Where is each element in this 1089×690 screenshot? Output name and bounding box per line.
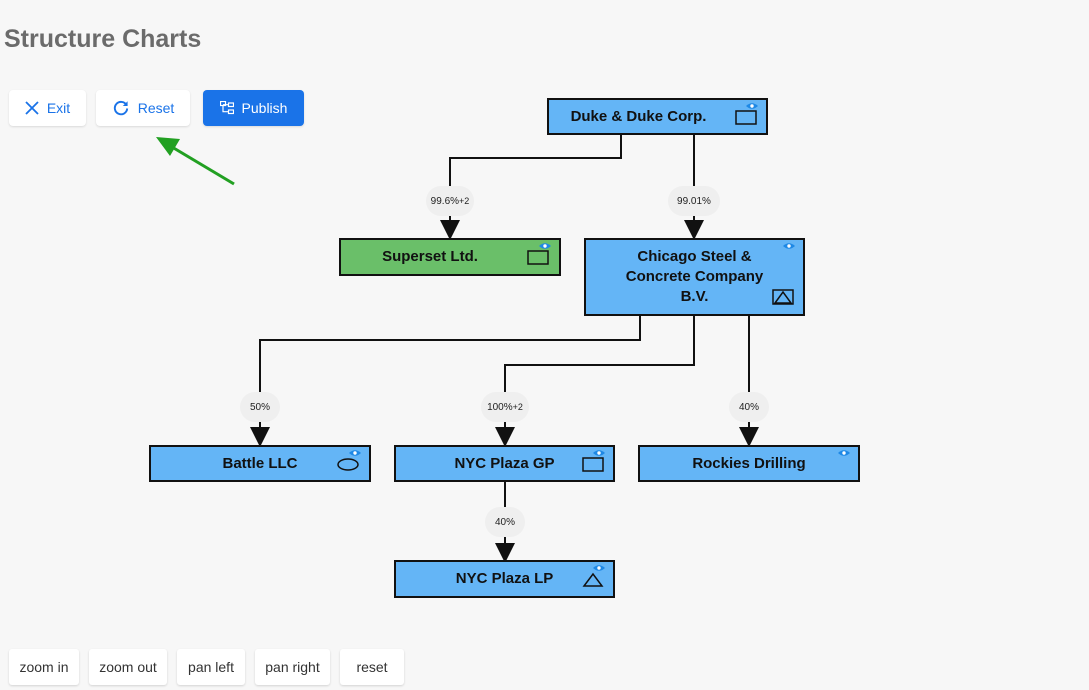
triangle-in-box-shape-icon <box>772 289 794 305</box>
edge-label-chicago-nycgp: 100%+2 <box>481 392 529 422</box>
ownership-value: 99.6 <box>430 195 451 207</box>
entity-name: Rockies Drilling <box>692 454 806 472</box>
eye-icon[interactable] <box>593 564 605 572</box>
exit-button[interactable]: Exit <box>9 90 86 126</box>
edge-label-chicago-rockies: 40% <box>729 392 769 422</box>
eye-icon[interactable] <box>349 449 361 457</box>
exit-label: Exit <box>46 100 71 116</box>
eye-icon[interactable] <box>593 449 605 457</box>
pan-left-button[interactable]: pan left <box>177 649 245 685</box>
ownership-value: 100 <box>487 401 504 413</box>
edge-label-nycgp-nyclp: 40% <box>485 507 525 537</box>
reset-label: Reset <box>137 100 175 116</box>
ellipse-shape-icon <box>337 458 359 471</box>
rectangle-shape-icon <box>735 110 757 125</box>
entity-node-nycgp[interactable]: NYC Plaza GP <box>394 445 615 482</box>
zoom-in-button[interactable]: zoom in <box>9 649 79 685</box>
entity-node-duke[interactable]: Duke & Duke Corp. <box>547 98 768 135</box>
eye-icon[interactable] <box>783 242 795 250</box>
eye-icon[interactable] <box>539 242 551 250</box>
refresh-icon <box>113 100 128 116</box>
eye-icon[interactable] <box>838 449 850 457</box>
edge-label-chicago-battle: 50% <box>240 392 280 422</box>
entity-node-superset[interactable]: Superset Ltd. <box>339 238 561 276</box>
entity-name: NYC Plaza LP <box>455 570 554 587</box>
entity-node-chicago[interactable]: Chicago Steel & Concrete Company B.V. <box>584 238 805 316</box>
chart-reset-button[interactable]: reset <box>340 649 404 685</box>
pan-right-button[interactable]: pan right <box>255 649 330 685</box>
ownership-extra: +2 <box>459 196 470 206</box>
publish-label: Publish <box>241 100 288 116</box>
reset-button[interactable]: Reset <box>96 90 190 126</box>
ownership-suffix: % <box>450 195 460 207</box>
triangle-shape-icon <box>582 572 604 587</box>
rectangle-shape-icon <box>582 457 604 472</box>
entity-name-line: Concrete Company <box>625 268 764 285</box>
edge-label-duke-superset: 99.6%+2 <box>426 186 474 216</box>
edge-label-duke-chicago: 99.01% <box>668 186 720 216</box>
zoom-out-button[interactable]: zoom out <box>89 649 167 685</box>
entity-name: NYC Plaza GP <box>454 454 555 472</box>
entity-name-line: Chicago Steel & <box>637 248 752 265</box>
entity-name: Battle LLC <box>222 454 298 472</box>
eye-icon[interactable] <box>746 102 758 110</box>
publish-button[interactable]: Publish <box>203 90 304 126</box>
close-icon <box>25 101 39 115</box>
page-title: Structure Charts <box>4 25 202 53</box>
entity-node-nyclp[interactable]: NYC Plaza LP <box>394 560 615 598</box>
ownership-extra: +2 <box>512 402 523 412</box>
entity-name: Superset Ltd. <box>382 248 478 265</box>
rectangle-shape-icon <box>527 250 549 265</box>
entity-node-battle[interactable]: Battle LLC <box>149 445 371 482</box>
org-chart-icon <box>219 101 234 115</box>
entity-name: Duke & Duke Corp. <box>570 107 707 125</box>
entity-node-rockies[interactable]: Rockies Drilling <box>638 445 860 482</box>
entity-name-line: B.V. <box>680 288 709 305</box>
ownership-suffix: % <box>503 401 513 413</box>
